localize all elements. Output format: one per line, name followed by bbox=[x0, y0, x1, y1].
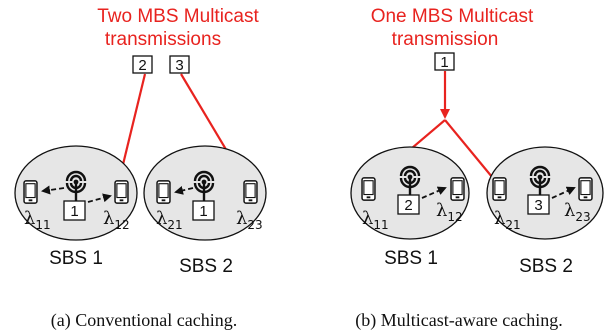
phone-icon bbox=[492, 177, 507, 201]
sbs2-label-right: SBS 2 bbox=[519, 256, 573, 277]
sbs1-cell-left: 1 λ11 λ12 bbox=[14, 145, 138, 241]
user-rate-label: λ12 bbox=[436, 200, 463, 224]
mbs-file-box-1 bbox=[434, 52, 455, 71]
caption-left: (a) Conventional caching. bbox=[51, 310, 237, 331]
phone-icon bbox=[450, 177, 465, 201]
phone-icon bbox=[361, 177, 376, 201]
cache-box bbox=[63, 200, 86, 221]
cache-label: 2 bbox=[404, 197, 412, 214]
cache-box bbox=[527, 194, 550, 215]
multicast-arrow-to-sbs2 bbox=[444, 119, 499, 185]
cache-box bbox=[397, 194, 420, 215]
user-rate-label: λ11 bbox=[24, 208, 51, 232]
phone-icon bbox=[578, 177, 593, 201]
left-title-line2: transmissions bbox=[105, 29, 221, 50]
unicast-arrow bbox=[551, 186, 576, 199]
unicast-arrow bbox=[421, 186, 447, 199]
user-rate-label: λ21 bbox=[156, 208, 183, 232]
sbs2-cell-left: 1 λ21 λ23 bbox=[143, 145, 267, 241]
cache-box bbox=[192, 200, 215, 221]
sbs1-cell-right: 2 λ11 λ12 bbox=[350, 146, 470, 240]
unicast-arrow bbox=[174, 186, 194, 195]
cache-label: 1 bbox=[199, 203, 207, 220]
sbs1-label-left: SBS 1 bbox=[49, 248, 103, 269]
user-rate-label: λ12 bbox=[103, 208, 130, 232]
mbs-file-label-2: 2 bbox=[138, 57, 146, 74]
phone-icon bbox=[156, 180, 171, 204]
sbs2-cell-right: 3 λ21 λ23 bbox=[486, 146, 604, 240]
user-rate-label: λ23 bbox=[564, 200, 591, 224]
unicast-arrow bbox=[41, 185, 65, 195]
caption-right: (b) Multicast-aware caching. bbox=[355, 310, 562, 331]
cell-coverage-area bbox=[486, 146, 604, 240]
user-rate-label: λ23 bbox=[236, 208, 263, 232]
sbs1-label-right: SBS 1 bbox=[384, 248, 438, 269]
panel-multicast-aware-caching: One MBS Multicast transmission 1 2 λ11 λ… bbox=[350, 6, 604, 331]
panel-conventional-caching: Two MBS Multicast transmissions 2 3 1 λ1… bbox=[14, 6, 267, 331]
user-rate-label: λ21 bbox=[494, 208, 521, 232]
user-rate-label: λ11 bbox=[362, 208, 389, 232]
phone-icon bbox=[23, 180, 38, 204]
right-title-line2: transmission bbox=[392, 29, 499, 50]
cache-label: 3 bbox=[534, 197, 542, 214]
mbs-file-box-2 bbox=[132, 55, 153, 74]
sbs2-label-left: SBS 2 bbox=[179, 256, 233, 277]
mbs-file-label-1: 1 bbox=[440, 54, 448, 71]
mbs-file-label-3: 3 bbox=[175, 57, 183, 74]
phone-icon bbox=[114, 180, 129, 204]
mbs-file-box-3 bbox=[169, 55, 190, 74]
unicast-arrow bbox=[87, 193, 112, 203]
cache-label: 1 bbox=[70, 203, 78, 220]
left-title-line1: Two MBS Multicast bbox=[97, 6, 259, 27]
right-title-line1: One MBS Multicast bbox=[371, 6, 534, 27]
phone-icon bbox=[243, 180, 258, 204]
